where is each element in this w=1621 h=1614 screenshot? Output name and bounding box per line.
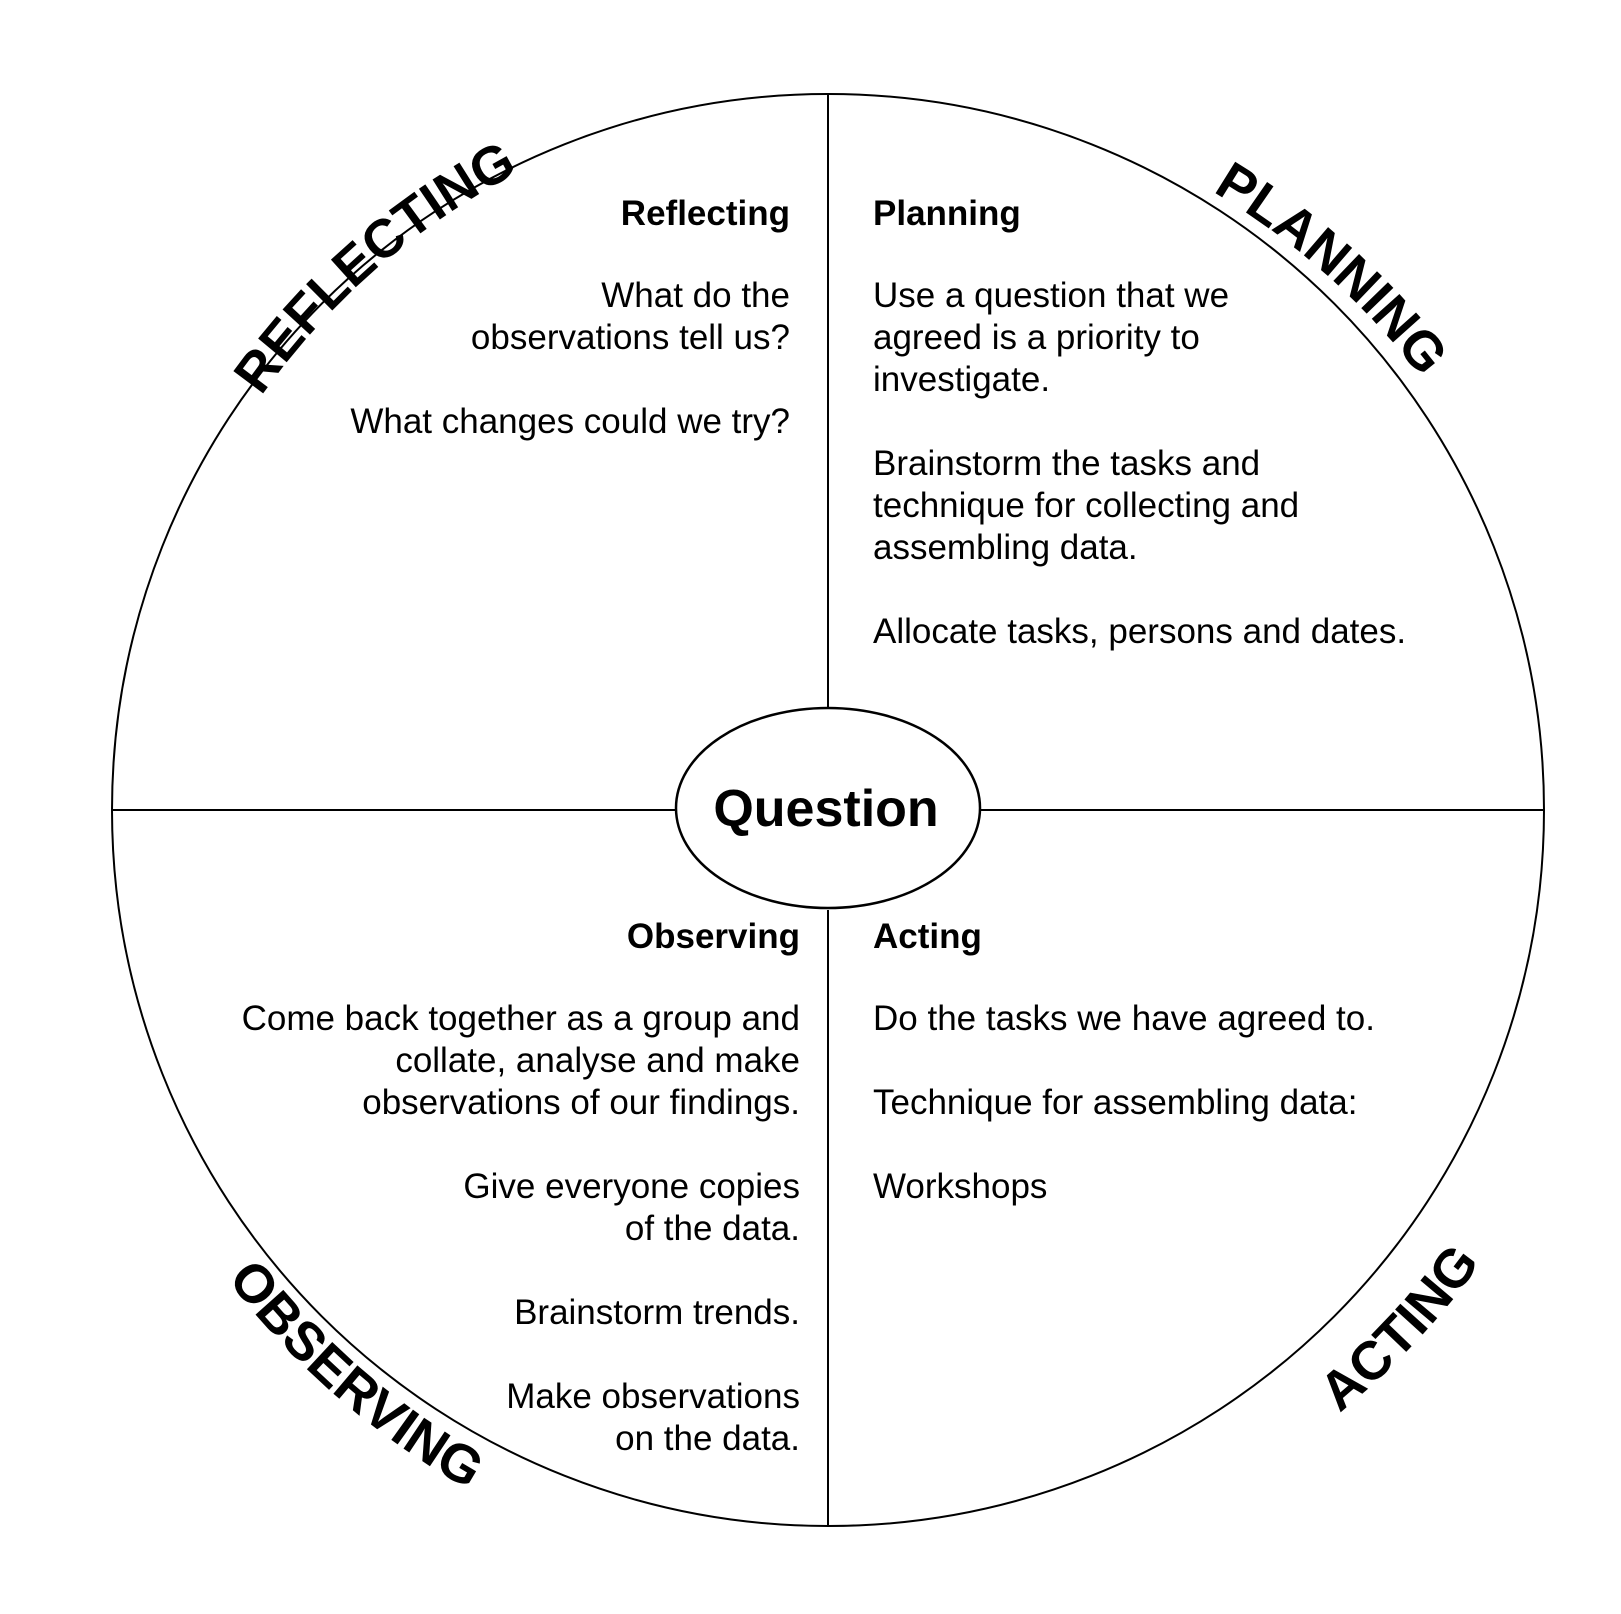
quadrant-reflecting: Reflecting What do the observations tell…	[250, 193, 790, 485]
observing-heading: Observing	[626, 917, 800, 956]
planning-paragraph: Brainstorm the tasks and technique for c…	[873, 444, 1300, 567]
acting-paragraph: Technique for assembling data:	[873, 1083, 1358, 1122]
quadrant-acting: Acting Do the tasks we have agreed to. T…	[873, 916, 1473, 1250]
observing-paragraph: Come back together as a group and collat…	[241, 999, 800, 1122]
quadrant-observing: Observing Come back together as a group …	[180, 916, 800, 1502]
stage-label-acting-text: ACTING	[1308, 1234, 1490, 1423]
observing-paragraph: Brainstorm trends.	[514, 1293, 800, 1332]
acting-paragraph: Do the tasks we have agreed to.	[873, 999, 1375, 1038]
acting-heading: Acting	[873, 917, 982, 956]
stage-label-acting: ACTING	[1308, 1234, 1490, 1423]
acting-paragraph: Workshops	[873, 1167, 1048, 1206]
reflecting-paragraph: What changes could we try?	[350, 402, 790, 441]
center-ellipse	[674, 706, 982, 910]
observing-paragraph: Make observations on the data.	[506, 1377, 800, 1458]
planning-heading: Planning	[873, 194, 1021, 233]
quadrant-planning: Planning Use a question that we agreed i…	[873, 193, 1493, 695]
reflecting-paragraph: What do the observations tell us?	[470, 276, 790, 357]
center-label: Question	[713, 780, 938, 838]
planning-paragraph: Allocate tasks, persons and dates.	[873, 612, 1407, 651]
reflecting-heading: Reflecting	[620, 194, 790, 233]
observing-paragraph: Give everyone copies of the data.	[463, 1167, 800, 1248]
planning-paragraph: Use a question that we agreed is a prior…	[873, 276, 1230, 399]
